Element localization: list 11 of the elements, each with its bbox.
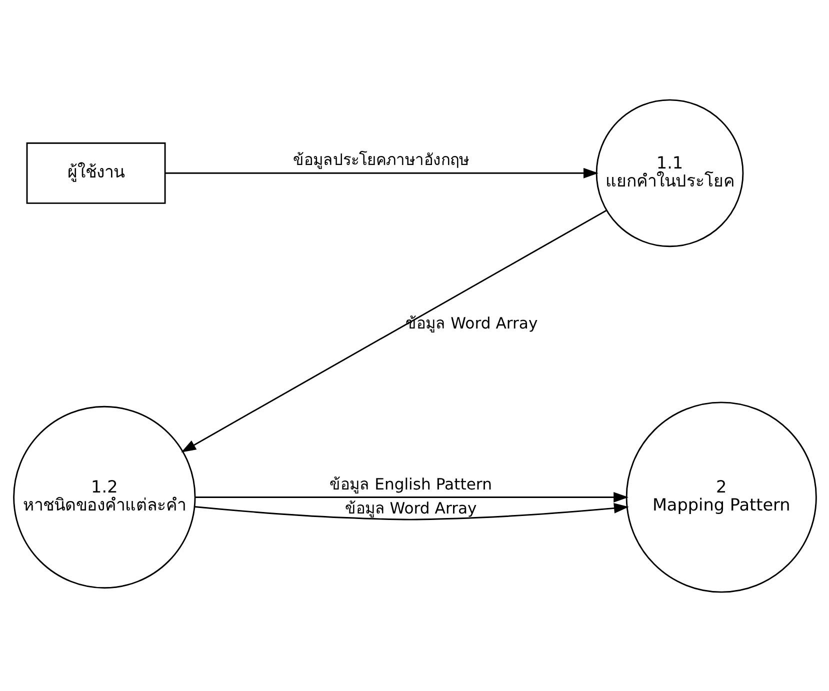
node-box: ผู้ใช้งาน xyxy=(26,142,166,204)
arrow xyxy=(194,492,628,502)
arrow xyxy=(180,209,606,452)
edge-label: ข้อมูล Word Array xyxy=(405,314,538,332)
arrow xyxy=(194,502,628,520)
node-circle: 1.1 แยกคำในประโยค xyxy=(595,98,744,247)
arrow xyxy=(164,167,598,178)
edge-label: ข้อมูลประโยคภาษาอังกฤษ xyxy=(292,150,468,169)
edge-label: ข้อมูล Word Array xyxy=(344,498,476,517)
node-circle: 2 Mapping Pattern xyxy=(625,401,816,592)
edge-label: ข้อมูล English Pattern xyxy=(329,474,492,493)
